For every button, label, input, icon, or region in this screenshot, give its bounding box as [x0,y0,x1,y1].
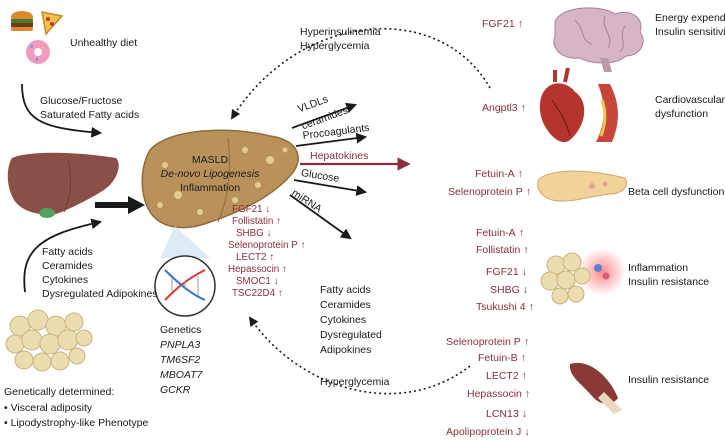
small-liver-icon [7,152,119,218]
heart-marker-angptl3: Angptl3 [482,102,526,115]
liver-hepatokine-fgf21: FGF21 [232,204,270,216]
adipose-tissue-icon [5,309,93,372]
dna-icon [154,255,216,317]
brain-marker-fgf21: FGF21 [482,18,523,31]
genetics-title: Genetics [160,324,202,336]
muscle-marker-fetuin-b: Fetuin-B [478,352,526,365]
muscle-outcome-insulin-resistance: Insulin resistance [628,374,710,386]
pancreas-outcome-beta: Beta cell dysfunction [628,186,725,198]
hyperglycemia-bottom-label: Hyperglycemia [320,376,390,388]
adipose-outcome-inflammation: Inflammation [628,262,689,274]
pancreas-marker-fetuin-a: Fetuin-A [475,168,523,181]
adipose-marker-fetuin-a: Fetuin-A [476,227,524,240]
adipose-input-adipokines: Dysregulated Adipokines [42,288,158,300]
bullet-lipodystrophy: • Lipodystrophy-like Phenotype [4,417,149,429]
brain-outcome-energy: Energy expenditure [655,12,725,24]
saturated-fa-label: Saturated Fatty acids [40,109,140,121]
adipose-inflamed-icon [540,252,610,305]
gene-gckr: GCKR [160,384,191,396]
liver-hepatokine-shbg: SHBG [236,228,272,240]
donut-icon [26,40,50,64]
artery-icon [596,84,618,142]
gene-pnpla3: PNPLA3 [160,339,201,351]
hepatokines-label: Hepatokines [310,150,369,162]
heart-icon [539,67,585,143]
liver-hepatokine-tsc22d4: TSC22D4 [232,288,283,300]
muscle-marker-lect2: LECT2 [486,370,527,383]
liver-hepatokine-selenoprotein-p: Selenoprotein P [228,240,306,252]
fatty-liver-icon [141,129,299,229]
adipose-input-ceramides: Ceramides [42,260,93,272]
pizza-icon [41,11,64,36]
bullet-visceral-adiposity: • Visceral adiposity [4,402,93,414]
adipose-marker-tsukushi-4: Tsukushi 4 [476,301,534,314]
lower-dysregulated: Dysregulated [320,329,382,341]
lower-cytokines: Cytokines [320,314,367,326]
pancreas-marker-selenoprotein-p: Selenoprotein P [448,186,531,199]
lower-fatty-acids: Fatty acids [320,284,371,296]
heart-outcome-cardiovascular: Cardiovascular [655,94,725,106]
adipose-marker-fgf21: FGF21 [486,266,527,279]
muscle-marker-lcn13: LCN13 [486,408,527,421]
liver-dnl: De-novo Lipogenesis [160,168,260,180]
muscle-marker-selenoprotein-p: Selenoprotein P [446,336,529,349]
adipose-marker-shbg: SHBG [490,284,528,297]
liver-hepatokine-lect2: LECT2 [236,252,274,264]
adipose-marker-follistatin: Follistatin [476,244,529,257]
pancreas-icon [537,170,627,202]
burger-icon [11,11,33,31]
hyperinsulinemia-label: Hyperinsulinemia [300,26,381,38]
muscle-marker-hepassocin: Hepassocin [467,388,530,401]
liver-title-masld: MASLD [191,154,229,166]
adipose-input-fatty-acids: Fatty acids [42,246,93,258]
lower-adipokines: Adipokines [320,344,372,356]
brain-outcome-insulin: Insulin sensitivity [655,26,725,38]
glucose-fructose-label: Glucose/Fructose [40,95,123,107]
heart-outcome-dysfunction: dysfunction [655,108,709,120]
muscle-icon [569,362,622,414]
unhealthy-diet-label: Unhealthy diet [70,37,138,49]
lower-ceramides: Ceramides [320,299,371,311]
genetically-determined-label: Genetically determined: [4,386,115,398]
liver-hepatokine-follistatin: Follistatin [232,216,281,228]
brain-icon [553,7,644,72]
liver-hepatokine-hepassocin: Hepassocin [228,264,287,276]
liver-inflammation: Inflammation [179,182,241,194]
gene-mboat7: MBOAT7 [160,369,203,381]
adipose-outcome-insulin-resistance: Insulin resistance [628,276,710,288]
adipose-input-cytokines: Cytokines [42,274,89,286]
muscle-marker-apolipoprotein-j: Apolipoprotein J [446,426,530,439]
hyperglycemia-top-label: Hyperglycemia [300,40,370,52]
liver-hepatokine-smoc1: SMOC1 [236,276,279,288]
gene-tm6sf2: TM6SF2 [160,354,201,366]
